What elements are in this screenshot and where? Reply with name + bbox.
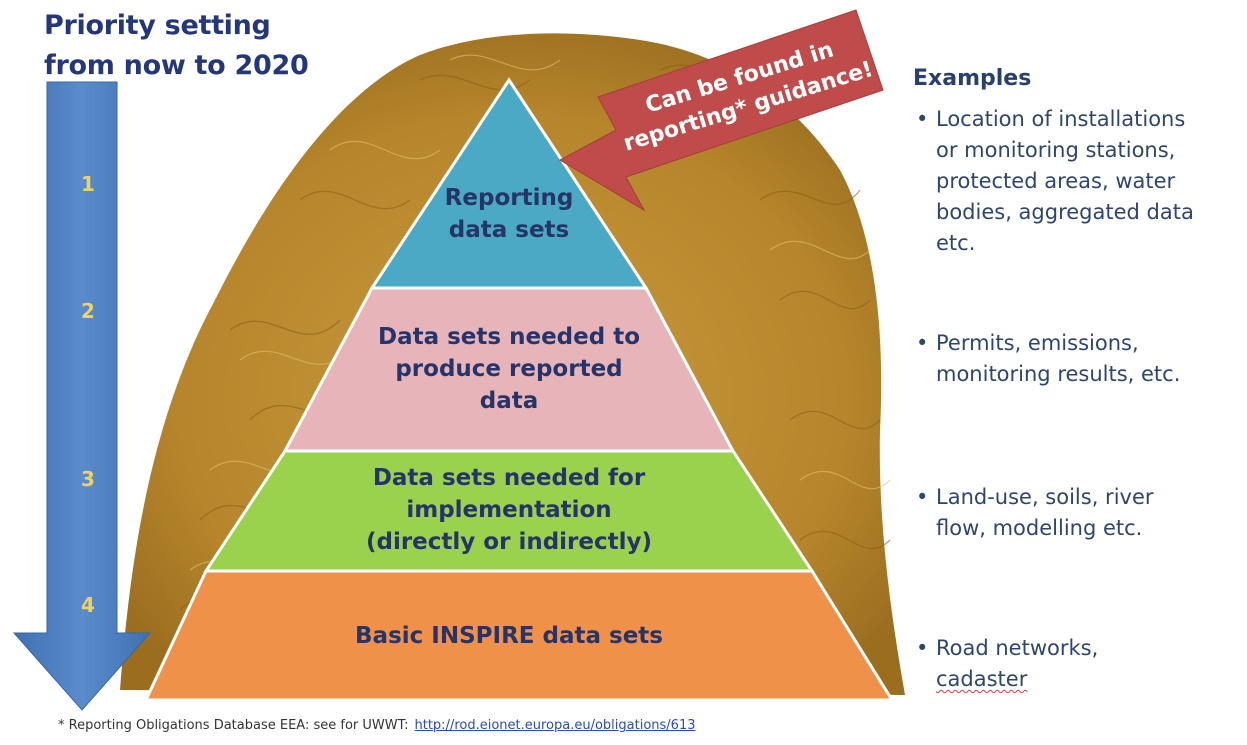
pyramid-label-basic: Basic INSPIRE data sets [309,620,709,652]
footnote: * Reporting Obligations Database EEA: se… [58,718,696,733]
bullet-line: bodies, aggregated data [914,197,1194,228]
bullet-line: etc. [914,228,1194,259]
example-text: or monitoring stations, [936,138,1176,162]
bullet-line: • Location of installations [914,104,1194,135]
example-item-reporting: • Location of installations or monitorin… [914,104,1194,259]
pyramid-label-line: Reporting [444,185,574,211]
title-line-2: from now to 2020 [44,50,309,81]
priority-number-1: 1 [81,172,95,196]
bullet-icon: • [916,485,929,509]
title-line-1: Priority setting [44,10,271,41]
pyramid-label-line: implementation [406,497,612,523]
bullet-line: cadaster [914,664,1098,695]
slide-title: Priority setting from now to 2020 [44,6,344,86]
pyramid-level-basic [143,569,895,702]
priority-arrow [12,81,152,711]
priority-number-4: 4 [81,593,95,617]
pyramid [143,77,895,702]
pyramid-label-produce: Data sets needed to produce reported dat… [329,321,689,417]
example-text: flow, modelling etc. [936,516,1143,540]
example-item-implementation: • Land-use, soils, river flow, modelling… [914,482,1154,544]
bullet-line: flow, modelling etc. [914,513,1154,544]
pyramid-label-line: produce reported [395,356,623,382]
example-text: cadaster [936,667,1028,691]
bullet-icon: • [916,107,929,131]
pyramid-label-line: Data sets needed to [377,324,641,350]
footnote-text: * Reporting Obligations Database EEA: se… [58,718,409,733]
example-item-produce: • Permits, emissions, monitoring results… [914,328,1180,390]
example-text: monitoring results, etc. [936,362,1181,386]
callout-arrow [558,9,884,212]
pyramid-label-line: (directly or indirectly) [365,529,653,555]
example-text: bodies, aggregated data [936,200,1194,224]
bullet-line: • Land-use, soils, river [914,482,1154,513]
bullet-line: monitoring results, etc. [914,359,1180,390]
pyramid-label-implementation: Data sets needed for implementation (dir… [309,462,709,558]
pyramid-label-line: Basic INSPIRE data sets [355,623,663,649]
pyramid-label-reporting: Reporting data sets [389,182,629,246]
bullet-line: protected areas, water [914,166,1194,197]
example-text: Road networks, [936,636,1099,660]
example-text: Permits, emissions, [936,331,1139,355]
bullet-line: • Road networks, [914,633,1098,664]
pyramid-label-line: Data sets needed for [372,465,646,491]
priority-number-3: 3 [81,467,95,491]
bullet-line: • Permits, emissions, [914,328,1180,359]
callout-arrow-shape [558,9,884,212]
example-text: Location of installations [936,107,1186,131]
bullet-line: or monitoring stations, [914,135,1194,166]
bullet-icon: • [916,331,929,355]
pyramid-label-line: data sets [448,217,570,243]
example-text: etc. [936,231,976,255]
example-text: protected areas, water [936,169,1176,193]
footnote-link[interactable]: http://rod.eionet.europa.eu/obligations/… [414,718,696,733]
example-text: Land-use, soils, river [936,485,1154,509]
bullet-icon: • [916,636,929,660]
examples-heading: Examples [913,66,1032,91]
pyramid-label-line: data [479,388,539,414]
priority-number-2: 2 [81,299,95,323]
example-item-basic: • Road networks, cadaster [914,633,1098,695]
